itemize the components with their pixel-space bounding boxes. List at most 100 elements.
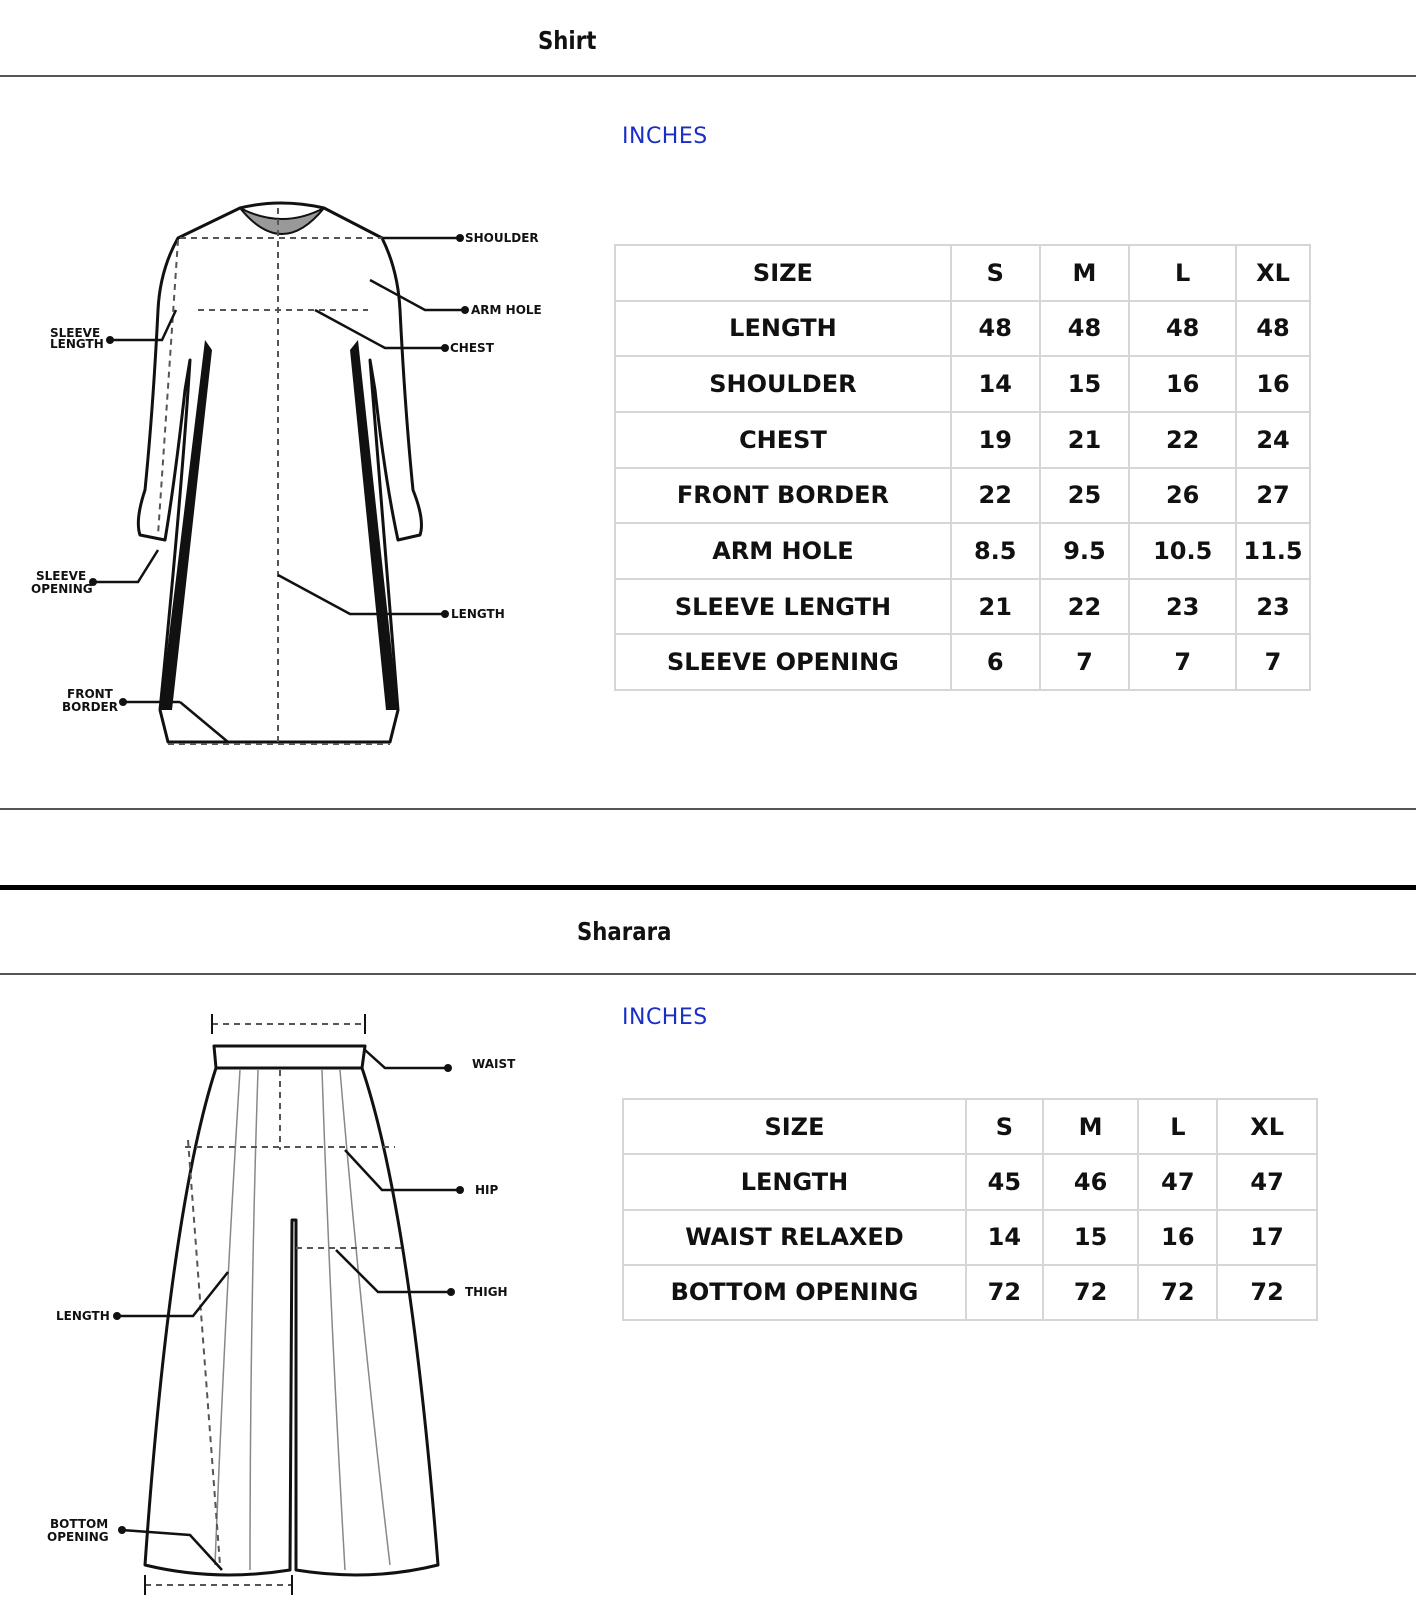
header-cell: SIZE — [622, 1097, 967, 1156]
waist-label: WAIST — [472, 1057, 516, 1071]
row-label: SLEEVE OPENING — [614, 633, 952, 691]
bottom-opening-label: BOTTOM — [50, 1517, 108, 1531]
shirt-section-title: Shirt — [538, 26, 597, 55]
length-label: LENGTH — [451, 607, 505, 621]
cell: 45 — [964, 1153, 1044, 1211]
thigh-label: THIGH — [465, 1285, 508, 1299]
chest-label: CHEST — [450, 341, 495, 355]
cell: 8.5 — [949, 522, 1041, 580]
cell: 23 — [1235, 577, 1311, 636]
hip-label: HIP — [475, 1183, 499, 1197]
cell: 25 — [1038, 466, 1131, 525]
row-label: CHEST — [614, 410, 952, 469]
header-cell: XL — [1235, 244, 1311, 302]
cell: 47 — [1137, 1153, 1219, 1211]
header-cell: XL — [1216, 1097, 1318, 1156]
cell: 21 — [949, 577, 1041, 636]
divider — [0, 808, 1416, 810]
sharara-units-label: INCHES — [622, 1005, 708, 1030]
table-header-row: SIZE S M L XL — [614, 244, 1311, 302]
row-label: ARM HOLE — [614, 522, 952, 580]
table-header-row: SIZE S M L XL — [622, 1097, 1318, 1156]
front-border-label: FRONT — [67, 687, 114, 701]
cell: 16 — [1137, 1208, 1219, 1266]
cell: 7 — [1235, 633, 1311, 691]
sleeve-length-label: SLEEVE — [50, 326, 100, 340]
cell: 19 — [949, 410, 1041, 469]
cell: 7 — [1038, 633, 1131, 691]
shirt-measurement-diagram: SHOULDER ARM HOLE CHEST SLEEVE LENGTH SL… — [31, 201, 542, 746]
shirt-units-label: INCHES — [622, 124, 708, 149]
header-cell: S — [949, 244, 1041, 302]
divider — [0, 75, 1416, 77]
cell: 15 — [1038, 355, 1131, 413]
cell: 7 — [1128, 633, 1238, 691]
cell: 48 — [1235, 299, 1311, 358]
row-label: SHOULDER — [614, 355, 952, 413]
cell: 48 — [949, 299, 1041, 358]
cell: 15 — [1041, 1208, 1140, 1266]
cell: 16 — [1128, 355, 1238, 413]
sleeve-length-label-2: LENGTH — [50, 337, 104, 351]
row-label: BOTTOM OPENING — [622, 1263, 967, 1322]
cell: 6 — [949, 633, 1041, 691]
header-cell: M — [1038, 244, 1131, 302]
header-cell: L — [1128, 244, 1238, 302]
cell: 21 — [1038, 410, 1131, 469]
header-cell: M — [1041, 1097, 1140, 1156]
cell: 47 — [1216, 1153, 1318, 1211]
row-label: LENGTH — [614, 299, 952, 358]
cell: 17 — [1216, 1208, 1318, 1266]
row-label: FRONT BORDER — [614, 466, 952, 525]
sharara-measurement-diagram: WAIST HIP THIGH LENGTH BOTTOM OPENING — [47, 1014, 516, 1595]
front-border-label-2: BORDER — [62, 700, 118, 714]
cell: 14 — [949, 355, 1041, 413]
cell: 27 — [1235, 466, 1311, 525]
cell: 24 — [1235, 410, 1311, 469]
cell: 48 — [1038, 299, 1131, 358]
sleeve-opening-label: SLEEVE — [36, 569, 86, 583]
section-divider — [0, 885, 1416, 890]
cell: 22 — [949, 466, 1041, 525]
cell: 72 — [1137, 1263, 1219, 1322]
cell: 72 — [1216, 1263, 1318, 1322]
divider — [0, 973, 1416, 975]
row-label: LENGTH — [622, 1153, 967, 1211]
cell: 26 — [1128, 466, 1238, 525]
length-label: LENGTH — [56, 1309, 110, 1323]
cell: 16 — [1235, 355, 1311, 413]
arm-hole-label: ARM HOLE — [471, 303, 542, 317]
cell: 9.5 — [1038, 522, 1131, 580]
cell: 14 — [964, 1208, 1044, 1266]
cell: 72 — [1041, 1263, 1140, 1322]
cell: 10.5 — [1128, 522, 1238, 580]
bottom-opening-label-2: OPENING — [47, 1530, 109, 1544]
cell: 72 — [964, 1263, 1044, 1322]
header-cell: S — [964, 1097, 1044, 1156]
cell: 22 — [1128, 410, 1238, 469]
cell: 46 — [1041, 1153, 1140, 1211]
cell: 11.5 — [1235, 522, 1311, 580]
sleeve-opening-label-2: OPENING — [31, 582, 93, 596]
shirt-outline — [136, 201, 423, 744]
cell: 22 — [1038, 577, 1131, 636]
cell: 23 — [1128, 577, 1238, 636]
header-cell: L — [1137, 1097, 1219, 1156]
sharara-section-title: Sharara — [577, 917, 672, 946]
row-label: WAIST RELAXED — [622, 1208, 967, 1266]
cell: 48 — [1128, 299, 1238, 358]
shoulder-label: SHOULDER — [465, 231, 539, 245]
row-label: SLEEVE LENGTH — [614, 577, 952, 636]
